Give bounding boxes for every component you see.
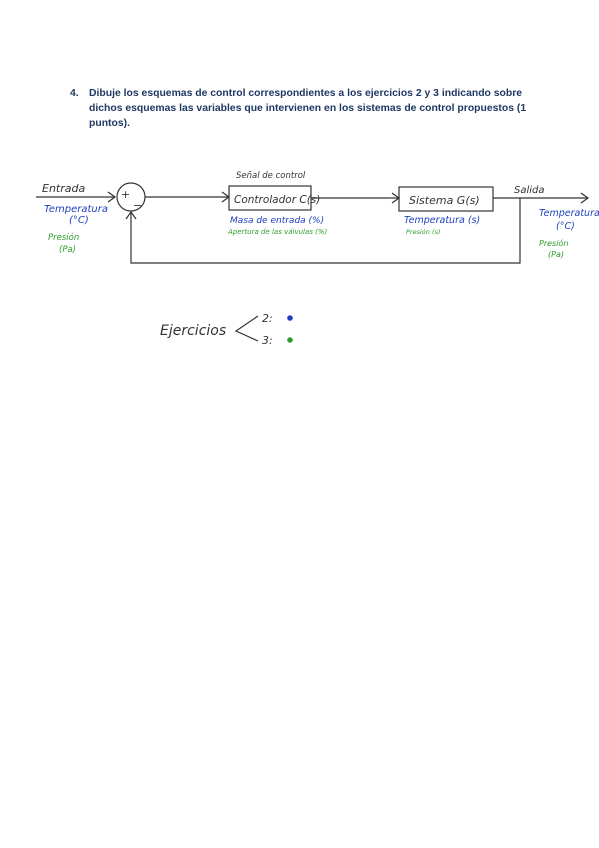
output-variable-ex2-unit: (°C) (556, 221, 575, 232)
controller-variable-ex2: Masa de entrada (%) (230, 216, 324, 226)
system-block-label: Sistema G(s) (409, 194, 480, 207)
question-block: 4. Dibuje los esquemas de control corres… (70, 86, 540, 131)
controller-variable-ex3: Apertura de las válvulas (%) (227, 228, 328, 236)
output-variable-ex3: Presión (539, 238, 568, 248)
input-variable-ex3-unit: (Pa) (59, 245, 76, 255)
input-label: Entrada (42, 182, 85, 195)
output-variable-ex2: Temperatura (539, 208, 599, 219)
system-variable-ex2: Temperatura (s) (404, 215, 480, 226)
system-block (398, 186, 494, 212)
legend-bracket (234, 315, 259, 342)
question-text: Dibuje los esquemas de control correspon… (89, 88, 527, 129)
input-variable-ex3: Presión (48, 232, 79, 243)
system-variable-ex3: Presión (s) (406, 228, 440, 236)
legend-item-3-label: 3: (262, 334, 273, 347)
output-variable-ex3-unit: (Pa) (548, 250, 564, 259)
legend-item-3-dot (287, 337, 293, 343)
output-arrowhead (580, 192, 590, 204)
legend-item-2-dot (287, 315, 293, 321)
summing-plus-sign: + (121, 188, 130, 201)
feedback-path (130, 198, 521, 264)
input-variable-ex2-unit: (°C) (69, 215, 89, 226)
question-number: 4. (70, 88, 79, 99)
input-arrowhead (107, 191, 117, 203)
feedback-arrowhead (125, 210, 137, 220)
control-signal-label: Señal de control (236, 171, 306, 181)
legend-title: Ejercicios (160, 323, 226, 339)
exercise-legend: Ejercicios 2: 3: (160, 312, 293, 347)
legend-item-2-label: 2: (262, 312, 273, 325)
input-variable-ex2: Temperatura (44, 204, 108, 215)
output-label: Salida (514, 185, 545, 196)
controller-block-label: Controlador C(s) (234, 194, 320, 206)
summing-minus-sign: − (133, 199, 142, 212)
